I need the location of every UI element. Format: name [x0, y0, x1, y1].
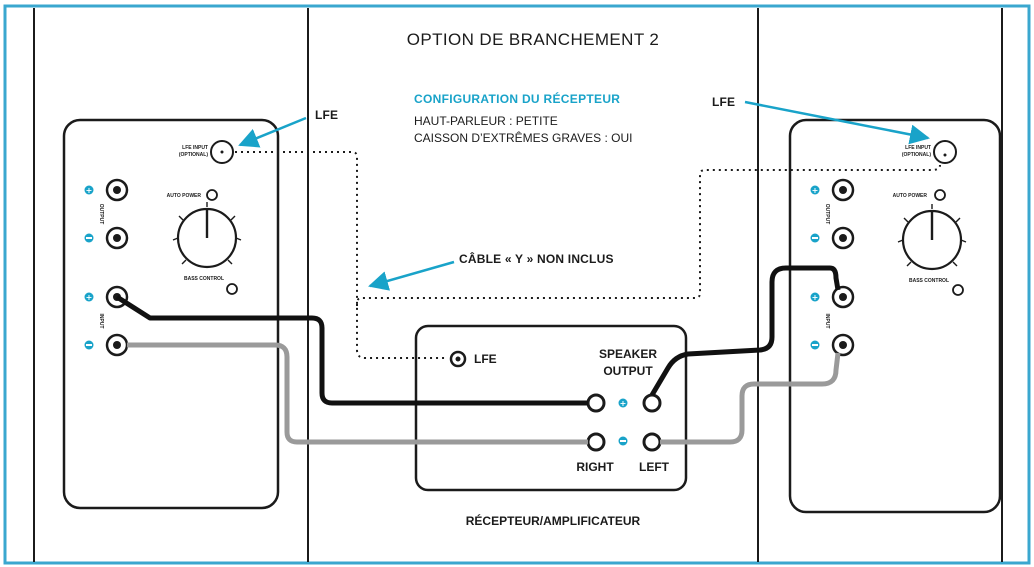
receiver-right-label: RIGHT — [576, 460, 614, 474]
left-bass-led — [226, 283, 238, 295]
svg-text:+: + — [86, 293, 93, 302]
right-bass-control-label: BASS CONTROL — [909, 278, 949, 284]
receiver-right-minus-terminal — [586, 432, 606, 452]
left-lfe-input-label: LFE INPUT — [182, 145, 208, 151]
y-cable-callout: CÂBLE « Y » NON INCLUS — [459, 251, 614, 266]
svg-text:+: + — [812, 186, 819, 195]
lfe-left-callout: LFE — [315, 108, 338, 122]
receiver-plus-icon — [618, 398, 628, 408]
left-speaker-body — [62, 118, 280, 510]
receiver-lfe-label: LFE — [474, 352, 497, 366]
right-output-plus-icon — [810, 185, 820, 195]
left-output-plus-icon — [84, 185, 94, 195]
speaker-output-label-line1: SPEAKER — [599, 347, 657, 361]
left-input-label: INPUT — [98, 314, 104, 329]
config-line-speaker: HAUT-PARLEUR : PETITE — [414, 114, 558, 128]
left-auto-power-led — [206, 189, 218, 201]
right-bass-led — [952, 284, 964, 296]
left-bass-control-label: BASS CONTROL — [184, 276, 224, 282]
left-lfe-input-sub: (OPTIONAL) — [179, 152, 208, 158]
receiver-amplifier: LFE SPEAKER OUTPUT + RIGHT LEFT — [414, 324, 688, 492]
lfe-left-arrow — [238, 116, 307, 148]
left-speaker-panel: LFE INPUT (OPTIONAL) AUTO POWER BASS CON… — [62, 118, 280, 510]
left-positive-wire — [115, 294, 588, 406]
right-input-plus-icon — [810, 292, 820, 302]
lfe-right-callout: LFE — [712, 95, 735, 109]
right-lfe-input-label: LFE INPUT — [905, 145, 931, 151]
right-lfe-input-jack — [933, 140, 957, 164]
right-lfe-input-sub: (OPTIONAL) — [902, 152, 931, 158]
right-negative-wire — [660, 352, 841, 445]
right-speaker-body — [788, 118, 1002, 514]
svg-text:+: + — [86, 186, 93, 195]
receiver-left-label: LEFT — [639, 460, 670, 474]
right-output-label: OUTPUT — [824, 204, 830, 225]
right-auto-power-led — [934, 189, 946, 201]
right-speaker-panel: LFE INPUT (OPTIONAL) AUTO POWER BASS CON… — [788, 118, 1002, 514]
receiver-body — [414, 324, 688, 492]
receiver-left-minus-terminal — [642, 432, 662, 452]
config-heading: CONFIGURATION DU RÉCEPTEUR — [414, 91, 620, 106]
svg-text:+: + — [812, 293, 819, 302]
receiver-right-plus-terminal — [586, 393, 606, 413]
y-cable-arrow — [368, 260, 455, 291]
left-auto-power-label: AUTO POWER — [167, 193, 202, 199]
left-input-plus-icon — [84, 292, 94, 302]
config-line-subwoofer: CAISSON D’EXTRÊMES GRAVES : OUI — [414, 130, 632, 145]
left-output-label: OUTPUT — [98, 204, 104, 225]
receiver-caption: RÉCEPTEUR/AMPLIFICATEUR — [466, 513, 641, 528]
outer-frame — [3, 4, 1031, 565]
right-input-label: INPUT — [824, 314, 830, 329]
svg-text:+: + — [620, 399, 627, 408]
lfe-right-arrow — [744, 100, 930, 145]
right-positive-wire — [649, 265, 841, 397]
receiver-left-plus-terminal — [642, 393, 662, 413]
right-auto-power-label: AUTO POWER — [893, 193, 928, 199]
speaker-output-label-line2: OUTPUT — [603, 364, 653, 378]
diagram-title: OPTION DE BRANCHEMENT 2 — [407, 30, 660, 49]
left-negative-wire — [127, 342, 588, 445]
